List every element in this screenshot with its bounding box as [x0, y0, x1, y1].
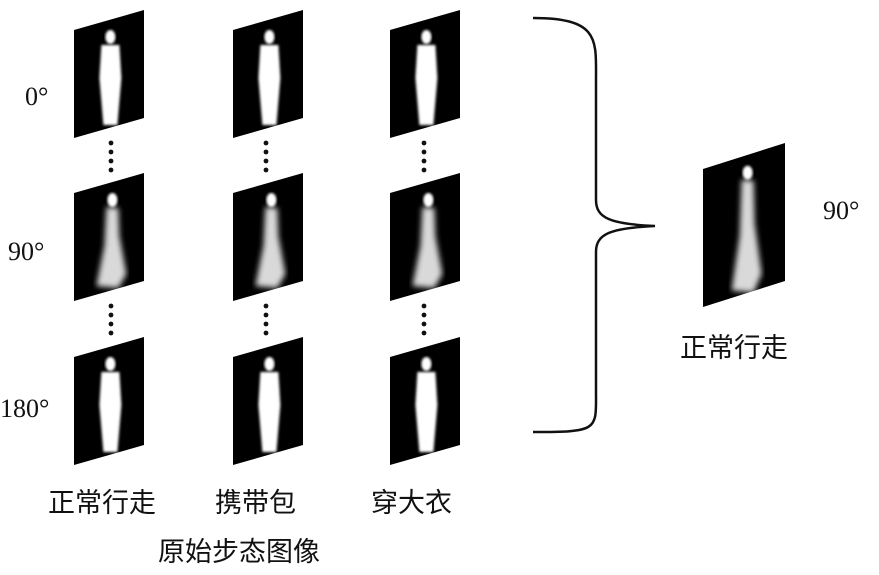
frame-bag-0-silhouette: [258, 30, 281, 125]
dot-bag-1-3: [263, 330, 269, 336]
dot-bag-1-0: [263, 303, 269, 309]
frame-normal-180: [74, 337, 144, 465]
column-label-carry-bag: 携带包: [215, 488, 296, 519]
dot-bag-0-3: [263, 167, 269, 173]
angle-label-0: 0°: [25, 82, 49, 111]
dot-normal-1-3: [108, 330, 114, 336]
gait-frames: [74, 10, 785, 465]
dot-coat-0-2: [421, 158, 427, 164]
frame-bag-90: [233, 173, 303, 301]
frame-coat-90: [390, 173, 460, 301]
frame-result-90-silhouette: [731, 165, 762, 293]
frame-normal-90: [74, 173, 144, 301]
dot-coat-0-3: [421, 167, 427, 173]
frame-normal-180-silhouette: [99, 357, 122, 452]
frame-bag-180: [233, 337, 303, 465]
dot-normal-0-3: [108, 167, 114, 173]
ellipsis-dots: [108, 140, 427, 336]
frame-coat-0: [390, 10, 460, 138]
result-label: 正常行走: [680, 333, 788, 364]
frame-normal-0-silhouette: [99, 30, 122, 125]
dot-coat-1-1: [421, 312, 427, 318]
angle-label-180: 180°: [0, 394, 50, 423]
dot-normal-1-0: [108, 303, 114, 309]
dot-coat-1-0: [421, 303, 427, 309]
dot-bag-1-2: [263, 321, 269, 327]
angle-label-90: 90°: [8, 237, 45, 266]
dot-normal-0-0: [108, 140, 114, 146]
dot-coat-0-0: [421, 140, 427, 146]
dot-normal-0-1: [108, 149, 114, 155]
frame-bag-0: [233, 10, 303, 138]
frame-bag-90-silhouette: [255, 193, 286, 288]
dot-coat-1-2: [421, 321, 427, 327]
column-label-wear-coat: 穿大衣: [371, 488, 452, 519]
dot-normal-1-1: [108, 312, 114, 318]
frame-bag-180-silhouette: [258, 357, 281, 452]
dot-bag-1-1: [263, 312, 269, 318]
dot-bag-0-0: [263, 140, 269, 146]
dot-normal-0-2: [108, 158, 114, 164]
frame-coat-90-silhouette: [412, 193, 443, 288]
frame-coat-180-silhouette: [415, 357, 438, 452]
right-brace: [532, 16, 656, 434]
frame-result-90: [703, 143, 785, 307]
dot-bag-0-1: [263, 149, 269, 155]
frame-normal-90-silhouette: [96, 193, 127, 288]
frame-coat-180: [390, 337, 460, 465]
column-label-normal-walk: 正常行走: [48, 488, 156, 519]
dot-coat-1-3: [421, 330, 427, 336]
result-angle-label: 90°: [823, 196, 860, 225]
dot-coat-0-1: [421, 149, 427, 155]
dot-normal-1-2: [108, 321, 114, 327]
dot-bag-0-2: [263, 158, 269, 164]
group-caption: 原始步态图像: [158, 537, 320, 568]
frame-coat-0-silhouette: [415, 30, 438, 125]
frame-normal-0: [74, 10, 144, 138]
